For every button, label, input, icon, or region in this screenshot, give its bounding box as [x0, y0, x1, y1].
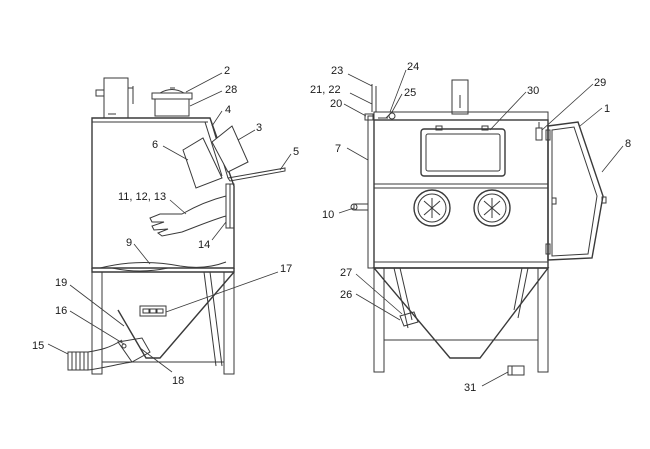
callout-14: 14 [198, 239, 210, 251]
hopper-outlet [399, 311, 419, 327]
air-fittings [364, 84, 396, 121]
front-window [420, 125, 506, 177]
callout-26: 26 [340, 289, 352, 301]
legs-side [91, 271, 235, 375]
foot-pedal [507, 365, 525, 376]
side-view [67, 77, 286, 375]
callout-11-12-13: 11, 12, 13 [118, 191, 166, 203]
callout-15: 15 [32, 340, 44, 352]
callout-6: 6 [152, 139, 158, 151]
callout-4: 4 [225, 104, 231, 116]
callout-8: 8 [625, 138, 631, 150]
callout-1: 1 [604, 103, 610, 115]
callout-2: 2 [224, 65, 230, 77]
leader-lines [47, 69, 624, 387]
window-frame [211, 125, 249, 173]
glove-port-left [413, 189, 451, 227]
hose-assembly [67, 337, 151, 371]
left-side-panel [367, 115, 375, 269]
front-hopper [372, 267, 550, 359]
callout-27: 27 [340, 267, 352, 279]
callout-25: 25 [404, 87, 416, 99]
glove-port-right [473, 189, 511, 227]
callout-10: 10 [322, 209, 334, 221]
callout-23: 23 [331, 65, 343, 77]
callout-28: 28 [225, 84, 237, 96]
callout-29: 29 [594, 77, 606, 89]
callout-30: 30 [527, 85, 539, 97]
callout-16: 16 [55, 305, 67, 317]
top-filter-unit [95, 77, 134, 119]
callout-9: 9 [126, 237, 132, 249]
grate [99, 261, 227, 269]
door-stay [227, 167, 286, 182]
glove-arm [149, 195, 227, 237]
light-housing [151, 87, 193, 117]
callout-5: 5 [293, 146, 299, 158]
callout-20: 20 [330, 98, 342, 110]
vent-plate [139, 305, 167, 317]
callout-7: 7 [335, 143, 341, 155]
callout-labels: 2 28 4 3 6 5 11, 12, 13 14 9 17 19 16 15… [32, 61, 631, 394]
side-door-open [545, 121, 607, 261]
legs-front [373, 267, 549, 373]
front-view [350, 79, 607, 376]
hopper [91, 268, 235, 273]
callout-19: 19 [55, 277, 67, 289]
callout-31: 31 [464, 382, 476, 394]
callout-18: 18 [172, 375, 184, 387]
window-glass [182, 137, 223, 189]
callout-17: 17 [280, 263, 292, 275]
front-cabinet [373, 119, 549, 269]
callout-24: 24 [407, 61, 419, 73]
callout-3: 3 [256, 122, 262, 134]
front-filter-unit [451, 79, 469, 115]
callout-21-22: 21, 22 [310, 84, 341, 96]
